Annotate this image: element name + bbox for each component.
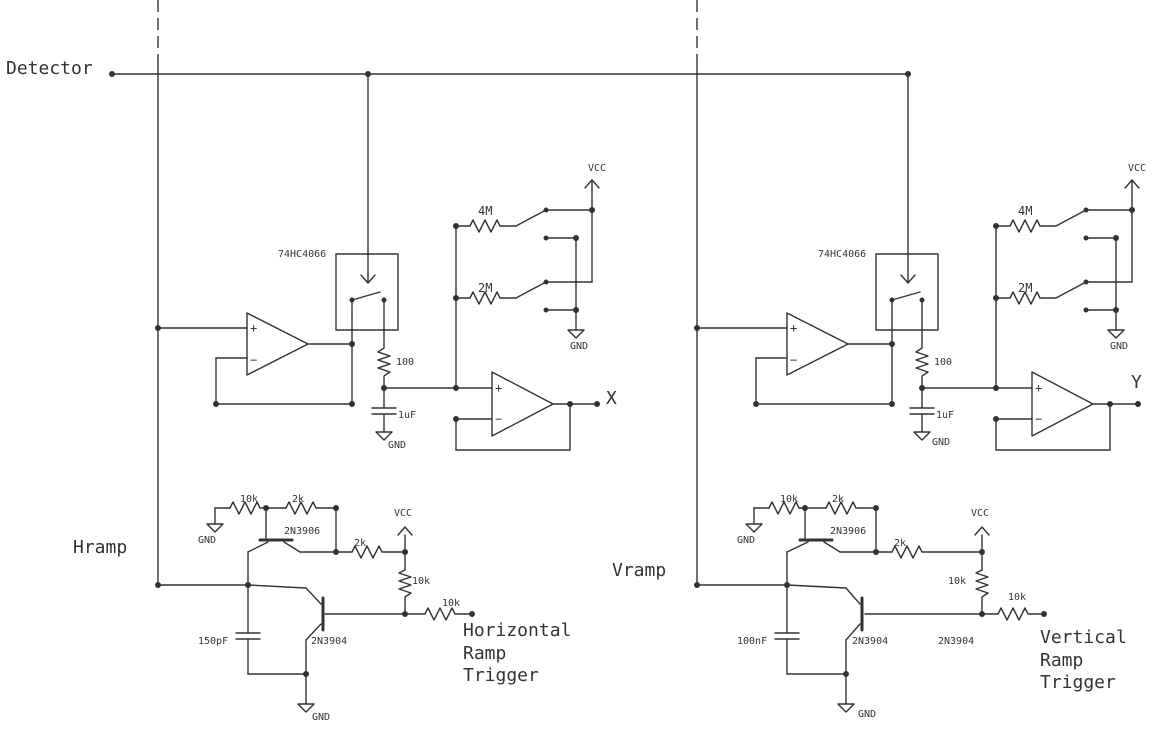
y-r100 bbox=[915, 343, 929, 389]
y-output-opamp bbox=[1031, 371, 1094, 437]
svg-text:100: 100 bbox=[934, 357, 952, 368]
svg-text:2N3904: 2N3904 bbox=[852, 636, 888, 647]
svg-text:150pF: 150pF bbox=[198, 636, 228, 647]
y-switch-ic-label: 74HC4066 bbox=[818, 249, 866, 260]
svg-text:VCC: VCC bbox=[394, 508, 412, 519]
svg-text:2N3906: 2N3906 bbox=[830, 526, 866, 537]
v-trigger-terminal bbox=[1041, 611, 1047, 617]
svg-text:−: − bbox=[1035, 412, 1042, 426]
svg-text:+: + bbox=[495, 381, 502, 395]
svg-text:2M: 2M bbox=[478, 281, 492, 295]
x-switch-ic-label: 74HC4066 bbox=[278, 249, 326, 260]
svg-text:10k: 10k bbox=[948, 576, 966, 587]
svg-text:2N3904: 2N3904 bbox=[938, 636, 974, 647]
svg-text:VCC: VCC bbox=[1128, 163, 1146, 174]
x-output-opamp bbox=[491, 371, 554, 437]
h-r10k-bias bbox=[229, 501, 267, 515]
x-r4m bbox=[469, 219, 517, 233]
y-r4m bbox=[1009, 219, 1057, 233]
svg-text:−: − bbox=[790, 353, 797, 367]
vramp-label: Vramp bbox=[612, 560, 666, 581]
svg-text:10k: 10k bbox=[412, 576, 430, 587]
svg-text:100: 100 bbox=[396, 357, 414, 368]
y-r2m bbox=[1009, 291, 1057, 305]
v-r10k-pullup bbox=[975, 569, 989, 615]
y-analog-switch bbox=[875, 253, 939, 331]
svg-text:2N3904: 2N3904 bbox=[311, 636, 347, 647]
x-buffer-opamp bbox=[246, 312, 309, 376]
x-gnd-symbol bbox=[375, 431, 393, 441]
svg-text:−: − bbox=[495, 412, 502, 426]
svg-text:100nF: 100nF bbox=[737, 636, 767, 647]
svg-text:GND: GND bbox=[312, 712, 330, 723]
h-trigger-terminal bbox=[469, 611, 475, 617]
svg-text:1uF: 1uF bbox=[398, 410, 416, 421]
svg-text:GND: GND bbox=[570, 341, 588, 352]
svg-text:GND: GND bbox=[737, 535, 755, 546]
svg-text:10k: 10k bbox=[240, 494, 258, 505]
h-trigger-label-2: Ramp bbox=[463, 643, 506, 664]
svg-text:10k: 10k bbox=[780, 494, 798, 505]
x-channel: + − 74HC4066 100 1uF GND bbox=[73, 73, 617, 723]
svg-text:4M: 4M bbox=[1018, 204, 1032, 218]
v-trigger-label-1: Vertical bbox=[1040, 627, 1127, 648]
y-buffer-opamp bbox=[786, 312, 849, 376]
detector-label: Detector bbox=[6, 58, 93, 79]
svg-text:GND: GND bbox=[388, 440, 406, 451]
v-r10k-bias bbox=[768, 501, 806, 515]
x-r2m bbox=[469, 291, 517, 305]
y-channel: + − 74HC4066 100 1uF GND bbox=[612, 73, 1146, 720]
x-analog-switch bbox=[335, 253, 399, 331]
svg-text:2k: 2k bbox=[354, 538, 366, 549]
x-output-terminal bbox=[594, 401, 600, 407]
h-r10k-pullup bbox=[398, 569, 412, 615]
x-r100 bbox=[377, 343, 391, 389]
svg-text:+: + bbox=[1035, 381, 1042, 395]
svg-text:10k: 10k bbox=[442, 598, 460, 609]
svg-text:−: − bbox=[250, 353, 257, 367]
svg-text:GND: GND bbox=[198, 535, 216, 546]
svg-text:GND: GND bbox=[932, 437, 950, 448]
svg-text:10k: 10k bbox=[1008, 592, 1026, 603]
svg-text:2k: 2k bbox=[292, 494, 304, 505]
svg-text:+: + bbox=[790, 321, 797, 335]
svg-text:2k: 2k bbox=[832, 494, 844, 505]
y-output-terminal bbox=[1135, 401, 1141, 407]
svg-text:GND: GND bbox=[1110, 341, 1128, 352]
svg-text:2M: 2M bbox=[1018, 281, 1032, 295]
svg-text:+: + bbox=[250, 321, 257, 335]
y-vcc-arrow bbox=[1124, 179, 1140, 189]
svg-text:2N3906: 2N3906 bbox=[284, 526, 320, 537]
h-trigger-label-1: Horizontal bbox=[463, 620, 571, 641]
svg-text:1uF: 1uF bbox=[936, 410, 954, 421]
v-trigger-label-3: Trigger bbox=[1040, 672, 1116, 693]
x-vcc-arrow bbox=[584, 179, 600, 189]
hramp-label: Hramp bbox=[73, 537, 127, 558]
y-output-label: Y bbox=[1131, 372, 1142, 393]
svg-text:GND: GND bbox=[858, 709, 876, 720]
detector-terminal bbox=[109, 71, 115, 77]
svg-text:VCC: VCC bbox=[588, 163, 606, 174]
svg-text:4M: 4M bbox=[478, 204, 492, 218]
x-output-label: X bbox=[606, 388, 617, 409]
v-trigger-label-2: Ramp bbox=[1040, 650, 1083, 671]
svg-text:2k: 2k bbox=[894, 538, 906, 549]
h-trigger-label-3: Trigger bbox=[463, 665, 539, 686]
svg-text:VCC: VCC bbox=[971, 508, 989, 519]
